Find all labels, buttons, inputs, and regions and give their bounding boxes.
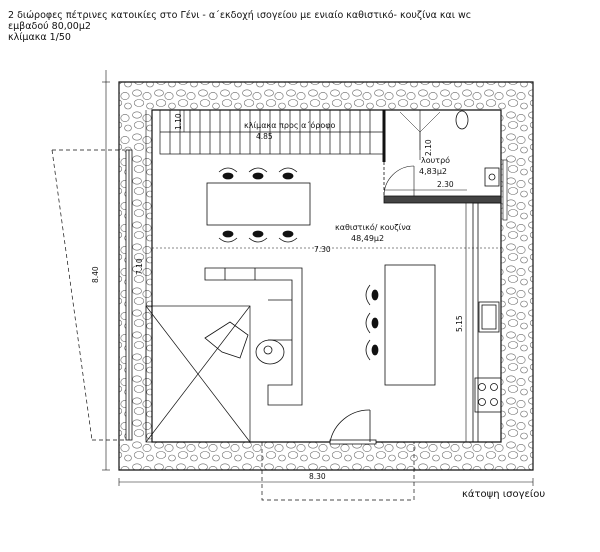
terrace-outline-left (51, 149, 124, 441)
living-area: 48,49μ2 (351, 234, 384, 243)
title-scale: κλίμακα 1/50 (8, 32, 71, 43)
stair-length: 4.85 (256, 132, 273, 141)
living-label: καθιστικό/ κουζίνα (335, 222, 411, 232)
kitchen-counter (472, 202, 502, 443)
bathroom (382, 110, 502, 204)
sofa (204, 267, 303, 406)
stair-width: 1.10 (174, 113, 183, 130)
bath-height: 2.10 (424, 139, 433, 156)
inner-width: 7.30 (314, 245, 331, 254)
armchair (204, 321, 285, 365)
title-line-1: 2 διώροφες πέτρινες κατοικίες στο Γένι -… (8, 10, 471, 21)
dining-table (206, 167, 311, 243)
dimensions (102, 70, 534, 486)
title-area: εμβαδού 80,00μ2 (8, 21, 91, 32)
outer-width: 8.30 (309, 472, 326, 481)
east-window (502, 159, 508, 221)
entrance (261, 409, 415, 501)
inner-height-left: 7.10 (135, 258, 144, 275)
bath-area: 4,83μ2 (419, 167, 447, 176)
plan-caption: κάτοψη ισογείου (462, 489, 546, 500)
stone-walls (118, 81, 534, 471)
terrace-opening (145, 305, 251, 443)
bath-width: 2.30 (437, 180, 454, 189)
west-window (125, 149, 133, 441)
kitchen-island (365, 264, 436, 386)
bath-label: λουτρό (421, 155, 450, 165)
stair-label: κλίμακα προς α΄όροφο (244, 120, 335, 130)
outer-height: 8.40 (91, 266, 100, 283)
kitchen-length: 5.15 (455, 315, 464, 332)
